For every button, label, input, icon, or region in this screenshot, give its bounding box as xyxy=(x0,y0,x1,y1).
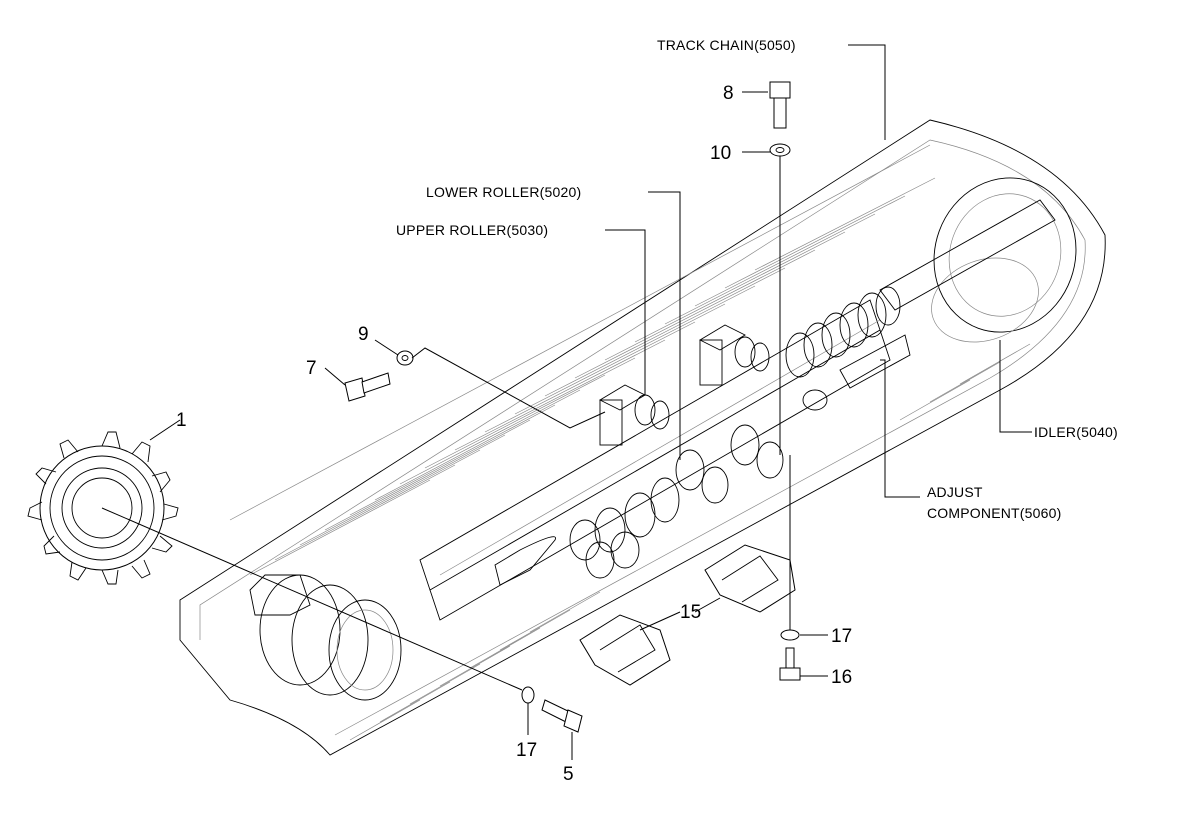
washer-part-9 xyxy=(396,350,414,366)
bolt-part-5 xyxy=(541,699,583,733)
lower-roller-group xyxy=(569,424,784,579)
callout-part-16: 16 xyxy=(831,667,852,688)
label-lower-roller: LOWER ROLLER(5020) xyxy=(426,184,581,200)
label-upper-roller: UPPER ROLLER(5030) xyxy=(396,222,548,238)
label-adjust-line2: COMPONENT(5060) xyxy=(927,505,1061,521)
track-chain-outline xyxy=(179,119,1106,756)
callout-part-17-right: 17 xyxy=(831,626,852,647)
label-track-chain: TRACK CHAIN(5050) xyxy=(657,37,796,53)
callout-part-5: 5 xyxy=(563,764,574,785)
label-adjust-line1: ADJUST xyxy=(927,484,983,500)
washer-part-17-lower xyxy=(521,686,535,704)
track-guard-right xyxy=(704,544,796,613)
callout-part-9: 9 xyxy=(358,324,369,345)
track-guard-left xyxy=(579,614,671,686)
callout-part-7: 7 xyxy=(306,358,317,379)
bolt-part-16 xyxy=(779,647,801,681)
callout-part-17-lower: 17 xyxy=(516,740,537,761)
callout-part-1: 1 xyxy=(176,410,187,431)
label-idler: IDLER(5040) xyxy=(1034,424,1118,440)
leader-lines xyxy=(101,44,1032,760)
washer-part-17-right xyxy=(780,629,800,641)
callout-part-8: 8 xyxy=(723,83,734,104)
adjust-component-spring xyxy=(785,286,911,411)
bolt-part-7 xyxy=(344,372,391,402)
idler-wheel xyxy=(879,177,1077,343)
track-frame xyxy=(419,299,891,621)
callout-part-10: 10 xyxy=(710,143,731,164)
callout-part-15: 15 xyxy=(680,602,701,623)
washer-part-10 xyxy=(769,143,791,157)
final-drive-motor xyxy=(249,574,402,701)
upper-roller-group xyxy=(599,324,770,446)
bolt-part-8 xyxy=(769,81,791,129)
